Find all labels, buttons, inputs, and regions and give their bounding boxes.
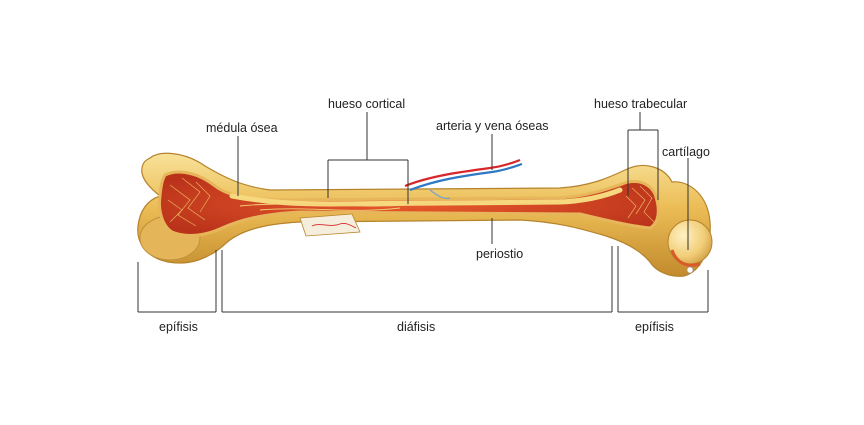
cartilage-cap	[670, 249, 701, 267]
fovea	[686, 266, 694, 274]
inner-vessels	[239, 201, 561, 211]
cortical-band	[229, 187, 623, 207]
periosteum-flap-detail	[311, 223, 357, 229]
label-arteria-vena: arteria y vena óseas	[436, 119, 549, 133]
label-diafisis: diáfisis	[397, 320, 436, 334]
label-medula-osea: médula ósea	[206, 121, 278, 135]
label-hueso-trabecular: hueso trabecular	[594, 97, 688, 111]
leader-lines	[137, 112, 709, 313]
vein	[409, 162, 523, 192]
label-periostio: periostio	[476, 247, 524, 261]
label-cartilago: cartílago	[662, 145, 710, 159]
vessel-branch	[429, 189, 451, 200]
label-hueso-cortical: hueso cortical	[328, 97, 406, 111]
artery	[404, 158, 521, 188]
label-epifisis-left: epífisis	[159, 320, 198, 334]
label-epifisis-right: epífisis	[635, 320, 674, 334]
trabecular-texture-right	[625, 185, 655, 223]
trabecular-texture-left	[167, 177, 211, 227]
bone-outline	[137, 152, 711, 277]
